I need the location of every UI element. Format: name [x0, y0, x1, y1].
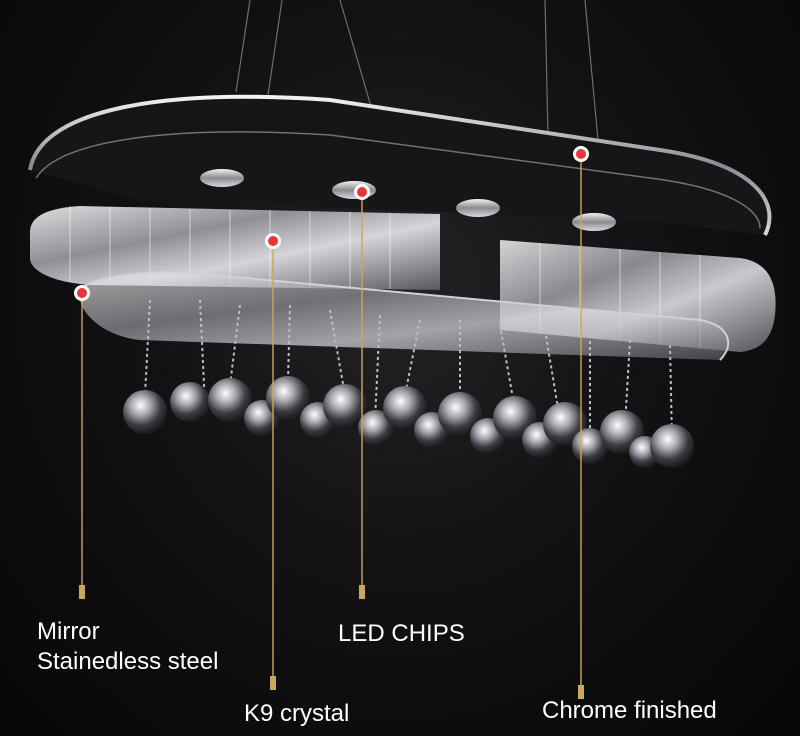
crystal-balls [123, 376, 694, 468]
mirror-canopy [28, 94, 772, 236]
callout-dots [74, 146, 589, 301]
mirror-label-line1: Mirror [37, 618, 100, 645]
leader-end-caps [79, 585, 584, 699]
mirror-steel-label: Mirror Stainedless steel [37, 617, 218, 677]
crystal-ring-lower [79, 270, 730, 361]
callout-leaders [81, 155, 582, 690]
chrome-finished-label: Chrome finished [542, 697, 717, 724]
mirror-label-line2: Stainedless steel [37, 648, 219, 675]
led-chips-label: LED CHIPS [338, 620, 465, 647]
crystal-strands [144, 299, 673, 441]
k9-crystal-label: K9 crystal [244, 700, 350, 727]
led-modules [200, 169, 616, 231]
suspension-wires [235, 0, 599, 141]
